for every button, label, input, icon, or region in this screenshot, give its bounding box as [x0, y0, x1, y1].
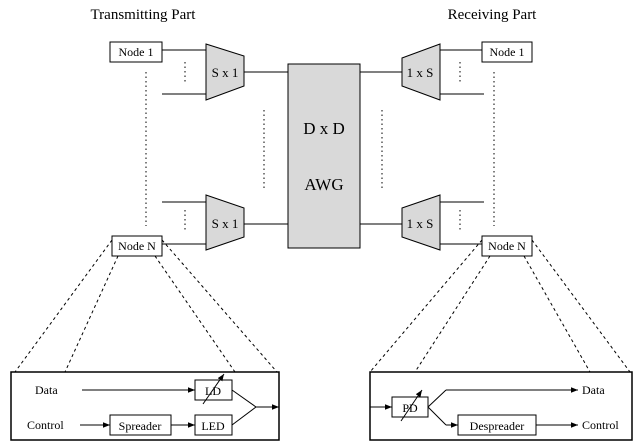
rx-node-n-box [481, 235, 533, 257]
pd-to-data-line [427, 389, 447, 408]
tx-top-coupler [205, 43, 245, 101]
rx-bottom-coupler-label: 1 x S [407, 216, 434, 231]
transmitting-part-title: Transmitting Part [91, 7, 197, 23]
receiver-detail-box [369, 371, 633, 441]
rx-node-1-box [481, 41, 533, 63]
rx-zoom-line-3 [523, 255, 591, 373]
rx-bottom-coupler [401, 194, 441, 251]
tx-control-label: Control [27, 418, 64, 432]
ld-modulation-slash [202, 373, 225, 405]
rx-node-1-label: Node 1 [490, 45, 525, 59]
rx-data-label: Data [582, 383, 605, 397]
transmitter-detail-box [10, 371, 280, 441]
pd-to-despreader-line [427, 406, 447, 426]
rx-control-label: Control [582, 418, 619, 432]
spreader-label: Spreader [119, 419, 162, 433]
pd-detect-slash [400, 389, 423, 422]
tx-zoom-line-2 [64, 255, 119, 373]
tx-node-n-label: Node N [118, 239, 156, 253]
tx-node-n-box [111, 235, 163, 257]
rx-zoom-line-2 [414, 255, 491, 373]
ld-label: LD [205, 384, 221, 398]
rx-zoom-line-1 [369, 239, 483, 373]
rx-top-coupler-label: 1 x S [407, 65, 434, 80]
ld-combine-line [231, 389, 257, 408]
awg-label-line2: AWG [304, 175, 343, 194]
tx-zoom-line-1 [14, 239, 113, 373]
receiving-part-title: Receiving Part [448, 7, 538, 23]
tx-node-1-box [109, 41, 163, 63]
rx-node-n-label: Node N [488, 239, 526, 253]
rx-top-coupler [401, 43, 441, 101]
tx-data-label: Data [35, 383, 58, 397]
tx-bottom-coupler [205, 194, 245, 251]
tx-node-1-label: Node 1 [119, 45, 154, 59]
awg-label-line1: D x D [303, 119, 345, 138]
tx-zoom-line-3 [154, 255, 236, 373]
rx-zoom-line-4 [531, 239, 631, 373]
led-label: LED [201, 419, 225, 433]
tx-zoom-line-4 [161, 239, 278, 373]
awg-box [287, 63, 361, 249]
tx-top-coupler-label: S x 1 [212, 65, 239, 80]
despreader-label: Despreader [470, 419, 525, 433]
led-combine-line [231, 406, 257, 426]
tx-bottom-coupler-label: S x 1 [212, 216, 239, 231]
